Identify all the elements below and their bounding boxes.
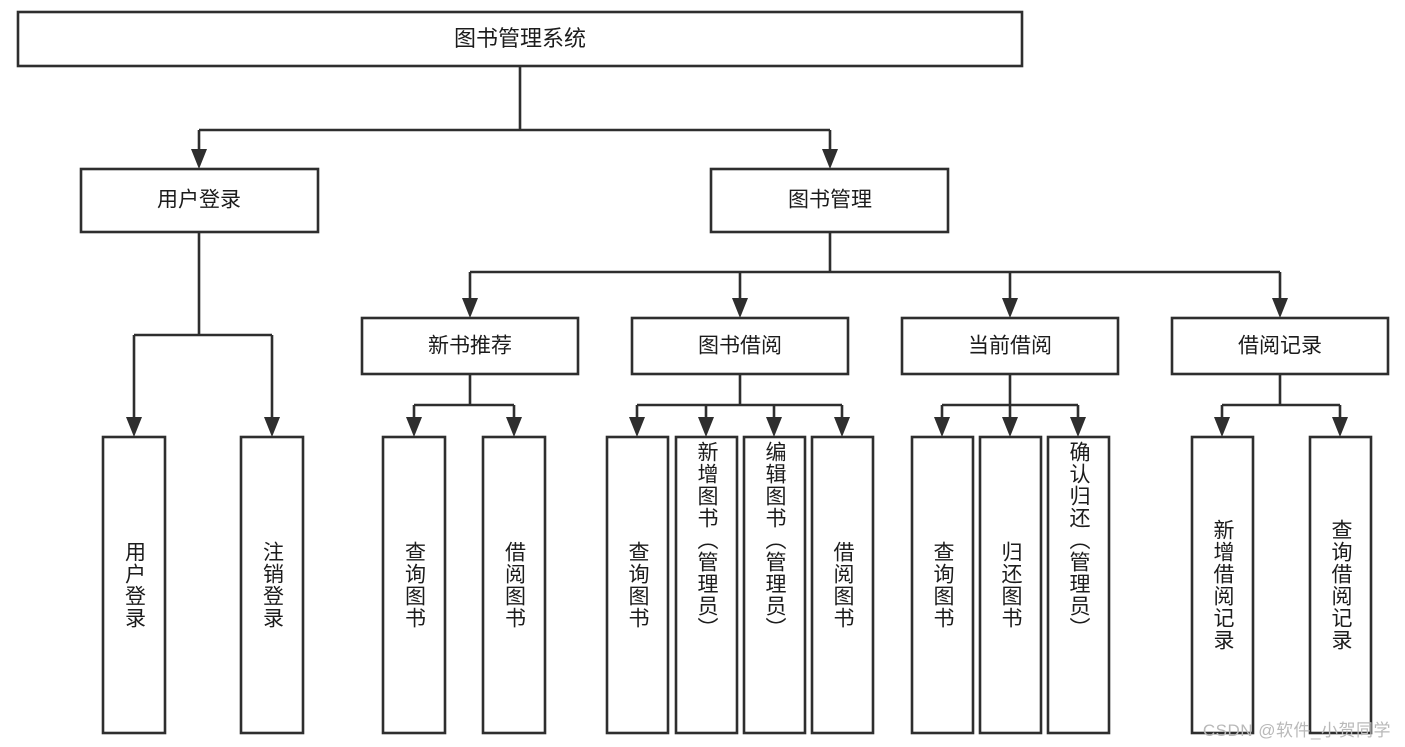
arrowhead-leaf-logout-login — [264, 417, 280, 437]
node-current-borrow[interactable]: 当前借阅 — [900, 316, 1120, 376]
node-borrow-record[interactable]: 借阅记录 — [1170, 316, 1390, 376]
node-book-borrow[interactable]: 图书借阅 — [630, 316, 850, 376]
node-book-manage[interactable]: 图书管理 — [709, 167, 950, 234]
node-book-borrow-box[interactable] — [630, 316, 850, 376]
node-new-book-recommend-box[interactable] — [360, 316, 580, 376]
arrowhead-leaf-query-record — [1332, 417, 1348, 437]
arrowhead-leaf-edit-book — [766, 417, 782, 437]
node-new-book-recommend[interactable]: 新书推荐 — [360, 316, 580, 376]
node-current-borrow-label: 当前借阅 — [968, 335, 1052, 358]
leaf-add-book-box[interactable] — [674, 435, 739, 735]
arrowhead-leaf-query-book-3 — [934, 417, 950, 437]
arrowhead-leaf-query-book-1 — [406, 417, 422, 437]
arrowhead-current-borrow — [1002, 298, 1018, 318]
node-root-label: 图书管理系统 — [454, 26, 586, 51]
node-root-box[interactable] — [16, 10, 1024, 68]
node-user-login[interactable]: 用户登录 — [79, 167, 320, 234]
leaf-logout-login-box[interactable] — [239, 435, 305, 735]
leaf-query-book-2-box[interactable] — [605, 435, 670, 735]
node-book-manage-label: 图书管理 — [788, 189, 872, 212]
node-current-borrow-box[interactable] — [900, 316, 1120, 376]
node-book-borrow-label: 图书借阅 — [698, 335, 782, 358]
node-user-login-label: 用户登录 — [157, 189, 241, 212]
arrowhead-leaf-add-record — [1214, 417, 1230, 437]
node-root[interactable]: 图书管理系统 — [16, 10, 1024, 68]
node-user-login-box[interactable] — [79, 167, 320, 234]
node-book-manage-box[interactable] — [709, 167, 950, 234]
node-borrow-record-label: 借阅记录 — [1238, 335, 1322, 358]
arrowhead-leaf-borrow-book-2 — [834, 417, 850, 437]
arrowhead-leaf-confirm-return — [1070, 417, 1086, 437]
connector-layer — [126, 66, 1348, 437]
leaf-user-login-box[interactable] — [101, 435, 167, 735]
arrowhead-book-borrow — [732, 298, 748, 318]
leaf-return-book-box[interactable] — [978, 435, 1043, 735]
node-new-book-recommend-label: 新书推荐 — [428, 335, 512, 358]
csdn-watermark: CSDN @软件_小贺同学 — [1202, 721, 1391, 740]
arrowhead-user-login — [191, 149, 207, 169]
leaf-query-record-box[interactable] — [1308, 435, 1373, 735]
node-borrow-record-box[interactable] — [1170, 316, 1390, 376]
leaf-query-book-1-box[interactable] — [381, 435, 447, 735]
leaf-borrow-book-1-box[interactable] — [481, 435, 547, 735]
arrowhead-leaf-query-book-2 — [629, 417, 645, 437]
arrowhead-book-manage — [822, 149, 838, 169]
leaf-add-record-box[interactable] — [1190, 435, 1255, 735]
leaf-query-book-3-box[interactable] — [910, 435, 975, 735]
leaf-edit-book-box[interactable] — [742, 435, 807, 735]
arrowhead-leaf-return-book — [1002, 417, 1018, 437]
arrowhead-leaf-add-book — [698, 417, 714, 437]
arrowhead-leaf-borrow-book-1 — [506, 417, 522, 437]
leaf-borrow-book-2-box[interactable] — [810, 435, 875, 735]
arrowhead-new-book-recommend — [462, 298, 478, 318]
arrowhead-leaf-user-login — [126, 417, 142, 437]
leaf-confirm-return-box[interactable] — [1046, 435, 1111, 735]
arrowhead-borrow-record — [1272, 298, 1288, 318]
